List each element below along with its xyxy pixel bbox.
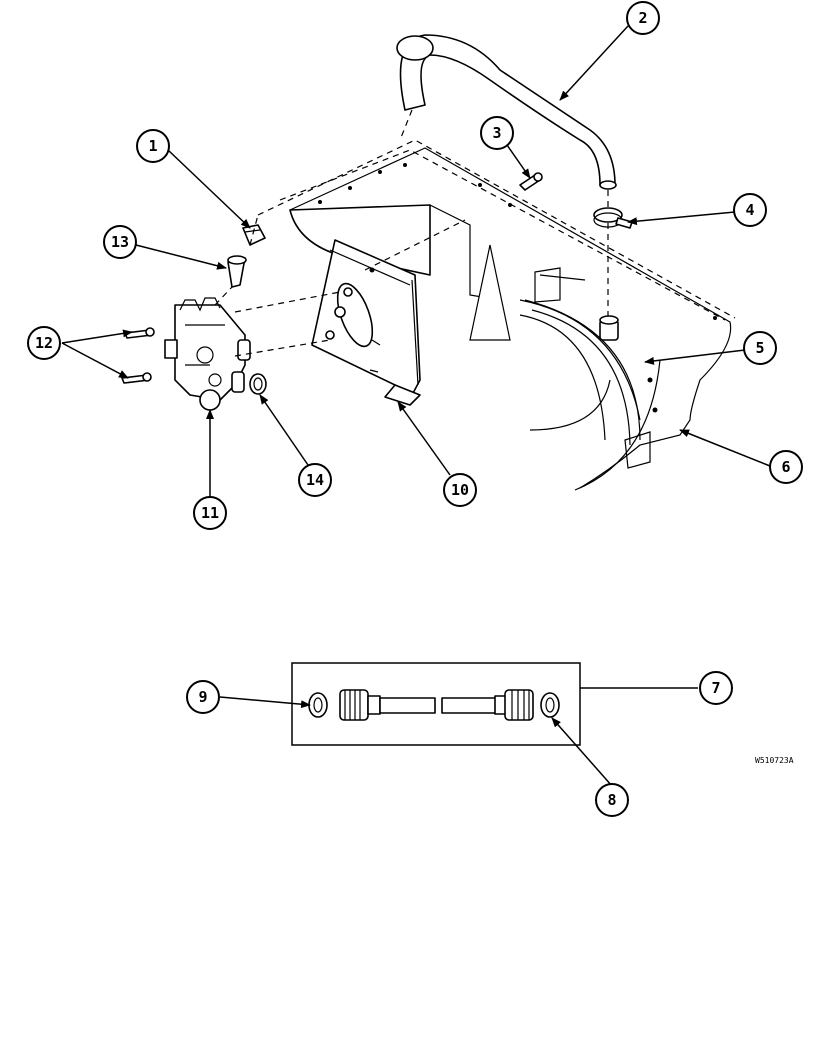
callout-8: 8 [595,783,629,817]
svg-text:11: 11 [201,504,219,522]
hose [396,34,617,320]
callout-6: 6 [769,450,803,484]
svg-text:2: 2 [638,9,647,27]
dash-clip [249,214,259,246]
callout-1: 1 [136,129,170,163]
clip-part-1 [242,224,266,246]
screws-part-12 [121,327,155,384]
svg-text:13: 13 [111,233,129,251]
callout-12: 12 [27,326,61,360]
callout-14: 14 [298,463,332,497]
leader-lines [61,25,771,787]
callout-4: 4 [733,193,767,227]
svg-text:3: 3 [492,124,501,142]
nozzle-part-13 [227,255,247,288]
mounting-bracket [311,239,421,406]
callouts: 1 2 3 4 5 6 7 8 [27,1,803,817]
dash-nozzle [214,286,233,306]
water-valve [164,297,251,411]
callout-10: 10 [443,473,477,507]
svg-text:6: 6 [781,458,790,476]
svg-text:4: 4 [745,201,754,219]
hose-clamp [593,207,633,229]
svg-text:9: 9 [198,688,207,706]
tub-ring [524,299,641,446]
washer-part-14 [249,373,267,395]
svg-text:7: 7 [711,679,720,697]
callout-5: 5 [743,331,777,365]
dash-screw-lower [234,339,331,357]
dash-screw-upper [234,291,341,313]
cabinet-base-panel [257,139,736,491]
callout-11: 11 [193,496,227,530]
callout-13: 13 [103,225,137,259]
callout-3: 3 [480,116,514,150]
tub-inlet-nozzle [599,315,619,341]
callout-7: 7 [699,671,733,705]
svg-text:14: 14 [306,471,324,489]
svg-text:12: 12 [35,334,53,352]
svg-text:5: 5 [755,339,764,357]
screw-part-3 [519,172,543,191]
svg-text:1: 1 [148,137,157,155]
figure-id: W510723A [755,756,794,765]
svg-text:8: 8 [607,791,616,809]
inlet-hose-assembly [291,662,581,746]
callout-2: 2 [626,1,660,35]
dash-bracket [364,219,466,271]
callout-9: 9 [186,680,220,714]
svg-text:10: 10 [451,481,469,499]
